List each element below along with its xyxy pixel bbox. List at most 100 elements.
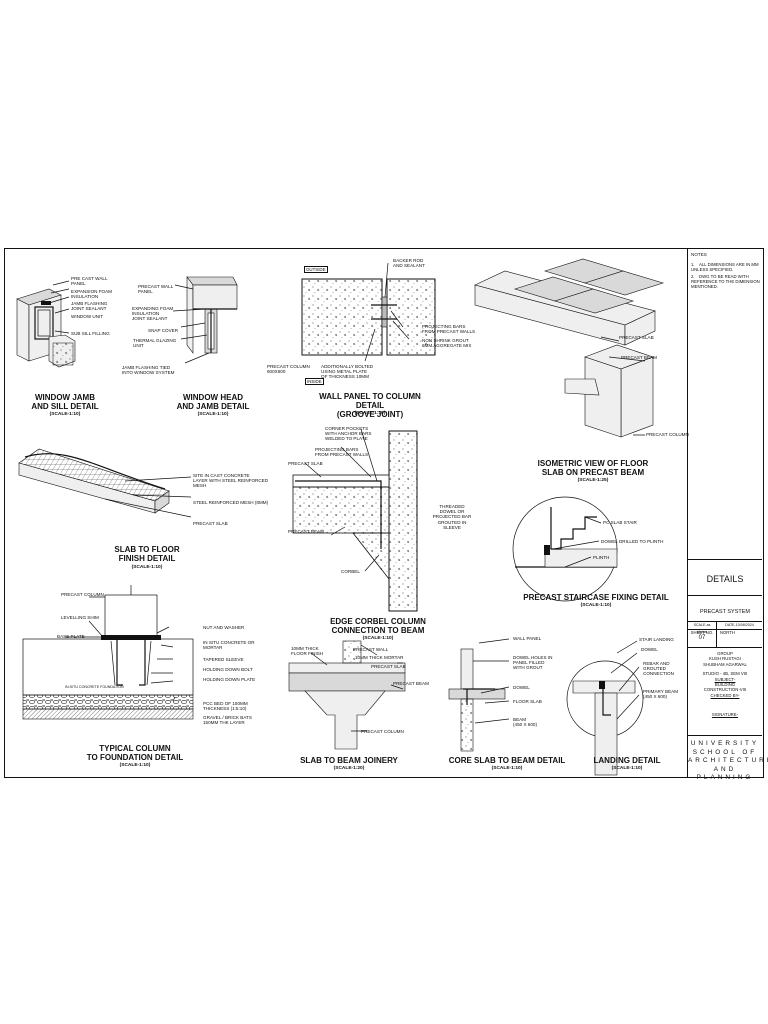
label-corbel: CORBEL <box>341 569 360 574</box>
sheet-no: 07 <box>698 635 706 641</box>
label-precast-wall-panel-head: PRECAST WALL PANEL <box>138 284 174 295</box>
label-mortar: 10MM THICK MORTAR <box>355 655 404 660</box>
scale-edge-corbel: (SCALE-1:10) <box>362 636 394 641</box>
label-in-situ-foundation: IN-SITU CONCRETE FOUNDATION <box>65 685 124 689</box>
subject: BUILDING CONSTRUCTION-VIII <box>703 682 747 693</box>
label-sub-sill-filling: SUB SILL FILLING <box>71 331 110 336</box>
label-expanding-foam: EXPANDING FOAM INSULATION JOINT SEALANT <box>132 306 174 322</box>
scale-column-foundation: (SCALE-1:10) <box>119 763 151 768</box>
label-dowel-holes: DOWEL HOLES IN PANEL FILLED WITH GROUT <box>513 655 553 671</box>
label-steel-mesh: STEEL REINFORCED MESH (8MM) <box>193 500 269 505</box>
landing-drawing <box>566 640 644 776</box>
title-window-jamb: WINDOW JAMB AND SILL DETAIL <box>31 393 99 411</box>
scale-window-head: (SCALE-1:10) <box>197 412 229 417</box>
subtitle-box: PRECAST SYSTEM <box>688 595 762 621</box>
title-core-slab: CORE SLAB TO BEAM DETAIL <box>448 756 566 765</box>
title-window-head: WINDOW HEAD AND JAMB DETAIL <box>176 393 250 411</box>
label-jamb-flashing: JAMB FLASHING JOINT SEALANT <box>71 301 108 312</box>
label-dowel: DOWEL <box>513 685 530 690</box>
label-sb-precast-wall: PRECAST WALL <box>353 647 389 652</box>
drawing-graphics <box>16 258 665 776</box>
title-edge-corbel: EDGE CORBEL COLUMN CONNECTION TO BEAM <box>330 617 426 635</box>
title-wall-panel: WALL PANEL TO COLUMN DETAIL (GROOVE JOIN… <box>319 392 421 419</box>
label-floor-finish: 10MM THICK FLOOR FINISH <box>291 646 324 657</box>
label-sb-precast-column: PRECAST COLUMN <box>361 729 404 734</box>
label-base-plate: BASE PLATE <box>57 634 85 639</box>
window-jamb-drawing <box>16 280 76 368</box>
title-landing: LANDING DETAIL <box>593 756 661 765</box>
title-isometric: ISOMETRIC VIEW OF FLOOR SLAB ON PRECAST … <box>537 459 649 477</box>
label-corner-pockets: CORNER POCKETS WITH ANCHOR BARS WELDED T… <box>325 426 372 442</box>
label-holding-down-bolt: HOLDING DOWN BOLT <box>203 667 253 672</box>
school-box: UNIVERSITY SCHOOL OF ARCHITECTURE AND PL… <box>688 735 768 781</box>
label-corbel-precast-slab: PRECAST SLAB <box>288 461 323 466</box>
label-pcc-bed: PCC BED OF 150MM THICKNESS (1:5:10) <box>203 701 248 712</box>
label-precast-slab-floor: PRECAST SLAB <box>193 521 228 526</box>
sheet-title-box: DETAILS <box>688 559 762 595</box>
label-pc-slab-stair: PC SLAB STAIR <box>603 520 637 525</box>
tag-outside: OUTSIDE <box>304 266 328 273</box>
label-primary-beam: PRIMARY BEAM (450 X 600) <box>643 689 679 700</box>
label-iso-precast-column: PRECAST COLUMN <box>646 432 689 437</box>
scale-slab-beam: (SCALE-1:20) <box>333 766 365 771</box>
drawing-sheet: PRE CAST WALL PANEL EXPANSION FOAM INSUL… <box>4 248 768 781</box>
column-foundation-drawing <box>22 585 194 720</box>
north-label: NORTH <box>720 630 735 635</box>
staircase-drawing <box>512 496 618 602</box>
scale-core-slab: (SCALE-1:10) <box>491 766 523 771</box>
member-1: KUSH RUSTAGI <box>709 656 741 662</box>
label-additionally-bolted: ADDITIONALLY BOLTED USING METAL PLATE OF… <box>321 364 374 380</box>
subject-label: SUBJECT- <box>714 676 736 682</box>
edge-corbel-drawing <box>292 428 418 612</box>
group-label: GROUP <box>717 651 733 656</box>
label-in-situ-concrete: IN SITU CONCRETE OR MORTAR <box>203 640 255 651</box>
label-iso-precast-beam: PRECAST BEAM <box>621 355 657 360</box>
title-slab-beam: SLAB TO BEAM JOINERY <box>300 756 398 765</box>
scale-slab-floor: (SCALE-1:10) <box>131 565 163 570</box>
scale-landing: (SCALE-1:10) <box>611 766 643 771</box>
note-1: 1.ALL DIMENSIONS ARE IN MM UNLESS SPECIF… <box>691 262 759 272</box>
sheet-subtitle: PRECAST SYSTEM <box>699 609 751 615</box>
window-head-drawing <box>172 276 238 364</box>
label-iso-precast-slab: PRECAST SLAB <box>619 335 654 340</box>
label-sb-precast-slab: PRECAST SLAB <box>371 664 406 669</box>
label-jamb-flashing-tied: JAMB FLASHING TIED INTO WINDOW SYSTEM <box>122 365 175 376</box>
school-name: UNIVERSITY SCHOOL OF ARCHITECTURE AND PL… <box>688 740 768 781</box>
studio: STUDIO - 4B, SEM VIII <box>702 671 748 677</box>
label-projecting-bars-wall: PROJECTING BARS FROM PRECAST WALLS <box>422 324 476 335</box>
label-projecting-bars-corbel: PROJECTING BARS FROM PRECAST WALLS <box>315 447 369 458</box>
date-note: DATE-10/08/2024 <box>725 623 754 627</box>
label-expansion-foam: EXPANSION FOAM INSULATION <box>71 289 113 300</box>
label-rebar-grouted: REBAR AND GROUTED CONNECTION <box>643 661 674 677</box>
label-sb-precast-beam: PRECAST BEAM <box>393 681 429 686</box>
label-stair-landing: STAIR LANDING <box>639 637 674 642</box>
note-2: 2.DWG TO BE READ WITH REFERENCE TO THE D… <box>691 274 760 289</box>
slab-beam-drawing <box>288 640 406 750</box>
label-thermal-glazing: THERMAL GLAZING UNIT <box>133 338 177 349</box>
label-fdn-precast-column: PRECAST COLUMN <box>61 592 104 597</box>
label-nut-washer: NUT AND WASHER <box>203 625 245 630</box>
scale-note: SCALE-as shown <box>688 622 717 634</box>
scale-date-row: SCALE-as shown DATE-10/08/2024 <box>688 621 762 634</box>
label-threaded-dowel: THREADED DOWEL OR PROJECTED BAR GROUTED … <box>432 504 472 530</box>
label-dowel-drilled: DOWEL DRILLED TO PLINTH <box>601 539 664 544</box>
title-block: NOTES 1.ALL DIMENSIONS ARE IN MM UNLESS … <box>687 249 768 781</box>
label-levelling-shim: LEVELLING SHIM <box>61 615 99 620</box>
label-landing-dowel: DOWEL <box>641 647 658 652</box>
title-staircase: PRECAST STAIRCASE FIXING DETAIL <box>523 593 669 602</box>
scale-isometric: (SCALE-1:25) <box>577 478 609 483</box>
label-non-shrink-grout: NON SHRINK GROUT 6MM AGGREGATE MIX <box>422 338 472 349</box>
sheet-title: DETAILS <box>706 574 744 584</box>
label-site-cast-concrete: SITE IN CAST CONCRETE LAYER WITH STEEL R… <box>193 473 269 489</box>
sheet-no-label: SHEET NO. <box>690 630 714 635</box>
notes-heading: NOTES <box>691 252 707 257</box>
label-precast-column-600: PRECAST COLUMN 600X600 <box>267 364 310 375</box>
title-column-foundation: TYPICAL COLUMN TO FOUNDATION DETAIL <box>86 744 184 762</box>
isometric-slab-drawing <box>474 258 665 438</box>
label-gravel: GRAVEL / BRICK BATS 150MM THK LAYER <box>203 715 252 726</box>
label-corbel-precast-beam: PRECAST BEAM <box>288 529 324 534</box>
label-wall-panel: WALL PANEL <box>513 636 542 641</box>
title-slab-floor: SLAB TO FLOOR FINISH DETAIL <box>114 545 180 563</box>
group-box: GROUP KUSH RUSTAGI SHUBHAM AGARWAL STUDI… <box>688 647 762 735</box>
label-holding-down-plate: HOLDING DOWN PLATE <box>203 677 256 682</box>
